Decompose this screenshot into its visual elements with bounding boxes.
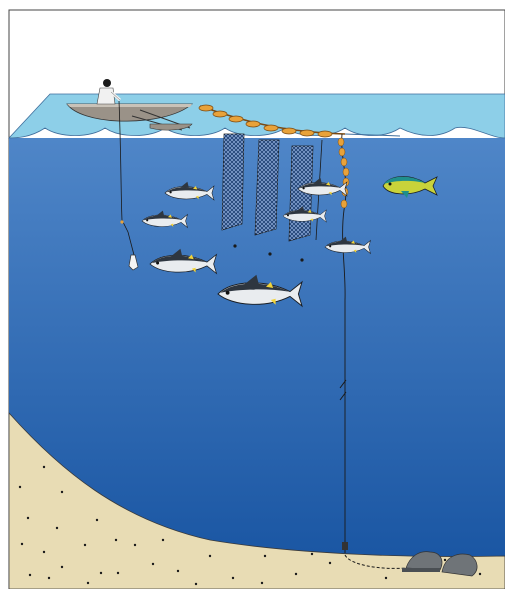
water-surface	[9, 94, 505, 138]
